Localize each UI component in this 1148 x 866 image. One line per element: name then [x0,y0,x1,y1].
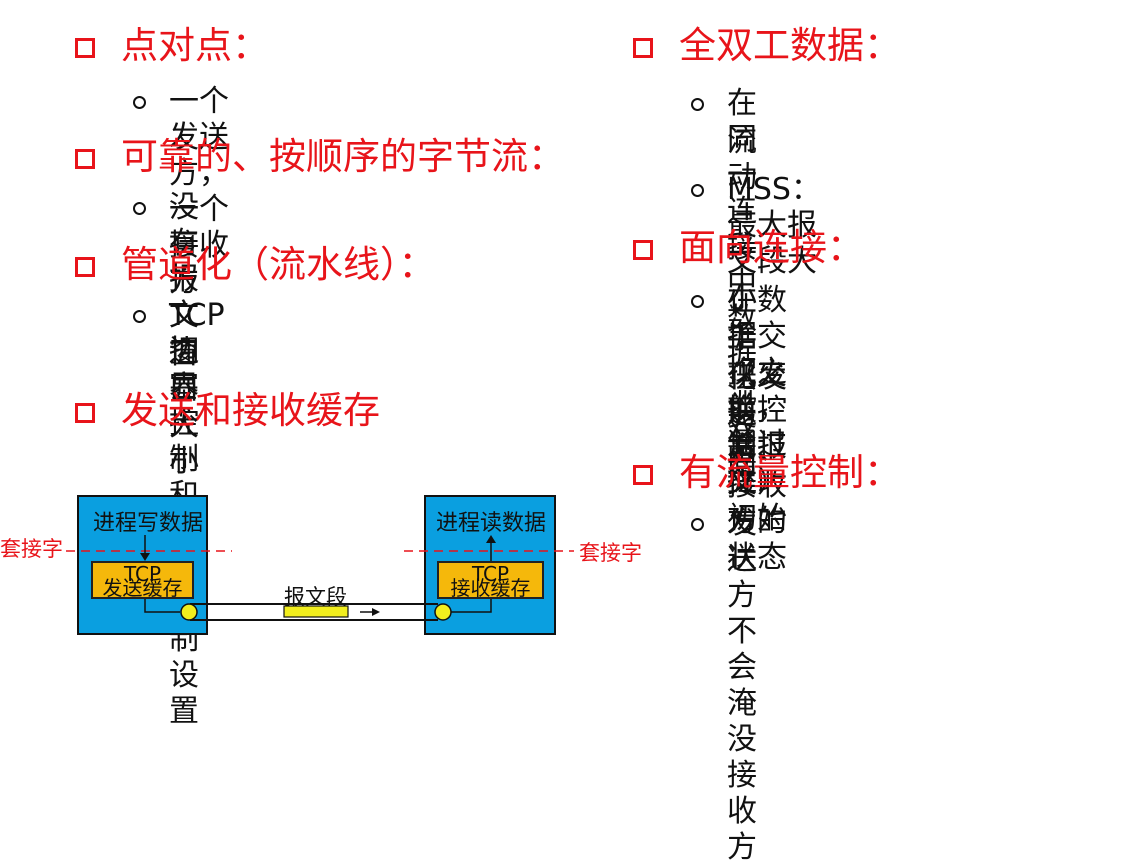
square-bullet-icon [75,403,95,423]
square-bullet-icon [633,465,653,485]
up-arrow-icon [486,535,496,543]
receiver-socket-icon [434,603,452,621]
down-arrow-icon [140,553,150,561]
receiver-process-label: 进程读数据 [436,511,547,536]
tcp-label: TCP [123,562,162,586]
diagram-lines [66,535,574,621]
square-bullet-icon [75,149,95,169]
square-bullet-icon [633,38,653,58]
send-buffer-label: 发送缓存 [102,576,183,600]
sender-socket-icon [180,603,198,621]
segment-block [283,605,349,618]
circle-bullet-icon [133,310,146,323]
square-bullet-icon [75,257,95,277]
circle-bullet-icon [133,96,146,109]
receive-buffer-label: 接收缓存 [450,576,531,600]
sender-connector [144,599,180,613]
circle-bullet-icon [691,518,704,531]
right-arrow-icon [372,608,380,616]
socket-label-left: 套接字 [0,537,63,561]
tcp-diagram: 进程写数据 TCP 发送缓存 进程读数据 TCP 接收缓存 套接字 套接字 报文… [0,485,642,653]
circle-bullet-icon [691,295,704,308]
circle-bullet-icon [691,98,704,111]
receiver-connector [446,599,492,613]
square-bullet-icon [75,38,95,58]
send-buffer: TCP 发送缓存 [91,561,194,599]
circle-bullet-icon [133,202,146,215]
socket-label-right: 套接字 [579,541,642,565]
circle-bullet-icon [691,184,704,197]
receive-buffer: TCP 接收缓存 [437,561,544,599]
square-bullet-icon [633,240,653,260]
sender-process-label: 进程写数据 [93,511,204,536]
tcp-label: TCP [471,562,510,586]
